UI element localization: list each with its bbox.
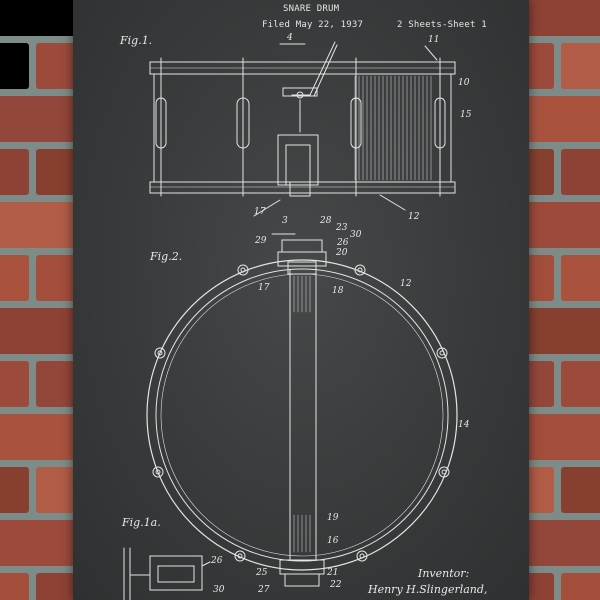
ref-number: 27 — [258, 585, 270, 595]
ref-number: 3 — [282, 216, 288, 226]
brick — [0, 573, 29, 600]
brick — [0, 149, 29, 195]
brick — [0, 308, 78, 354]
brick — [0, 255, 29, 301]
brick — [0, 202, 78, 248]
ref-number: 15 — [460, 110, 472, 120]
brick — [561, 43, 600, 89]
ref-number: 17 — [254, 207, 266, 217]
inventor-name: Henry H.Slingerland, — [368, 583, 488, 596]
ref-number: 26 — [337, 238, 349, 248]
figure-1-label: Fig.1. — [120, 34, 153, 47]
ref-number: 11 — [428, 35, 440, 45]
ref-number: 12 — [400, 279, 412, 289]
ref-number: 30 — [350, 230, 362, 240]
rim-lugs — [152, 264, 450, 562]
figure-2-label: Fig.2. — [150, 250, 183, 263]
ref-number: 12 — [408, 212, 420, 222]
ref-number: 16 — [327, 536, 339, 546]
sheet-count: 2 Sheets-Sheet 1 — [397, 20, 487, 30]
inventor-label: Inventor: — [418, 567, 470, 580]
brick — [561, 255, 600, 301]
brick — [0, 0, 78, 36]
ref-number: 17 — [258, 283, 270, 293]
ref-number: 30 — [213, 585, 225, 595]
brick — [0, 414, 78, 460]
patent-poster — [73, 0, 529, 600]
ref-number: 19 — [327, 513, 339, 523]
figure-1a-label: Fig.1a. — [122, 516, 161, 529]
ref-number: 18 — [332, 286, 344, 296]
ref-number: 20 — [336, 248, 348, 258]
brick — [0, 361, 29, 407]
ref-number: 14 — [458, 420, 470, 430]
brick — [0, 43, 29, 89]
brick — [0, 520, 78, 566]
filing-date: Filed May 22, 1937 — [262, 20, 364, 30]
ref-number: 25 — [256, 568, 268, 578]
brick — [561, 573, 600, 600]
ref-number: 23 — [336, 223, 348, 233]
figure-1-side-view — [149, 41, 456, 217]
ref-number: 29 — [255, 236, 267, 246]
ref-number: 10 — [458, 78, 470, 88]
ref-number: 4 — [287, 33, 293, 43]
brick — [561, 361, 600, 407]
snare-strainer — [277, 41, 338, 197]
figure-1a-detail — [123, 547, 211, 600]
brick — [561, 149, 600, 195]
brick — [0, 96, 78, 142]
ref-number: 28 — [320, 216, 332, 226]
ref-number: 22 — [330, 580, 342, 590]
figure-2-top-view — [146, 233, 458, 587]
brick — [0, 467, 29, 513]
ref-number: 26 — [211, 556, 223, 566]
tension-lugs — [155, 57, 446, 197]
ref-number: 21 — [327, 568, 339, 578]
patent-title: SNARE DRUM — [283, 4, 340, 14]
brick — [561, 467, 600, 513]
